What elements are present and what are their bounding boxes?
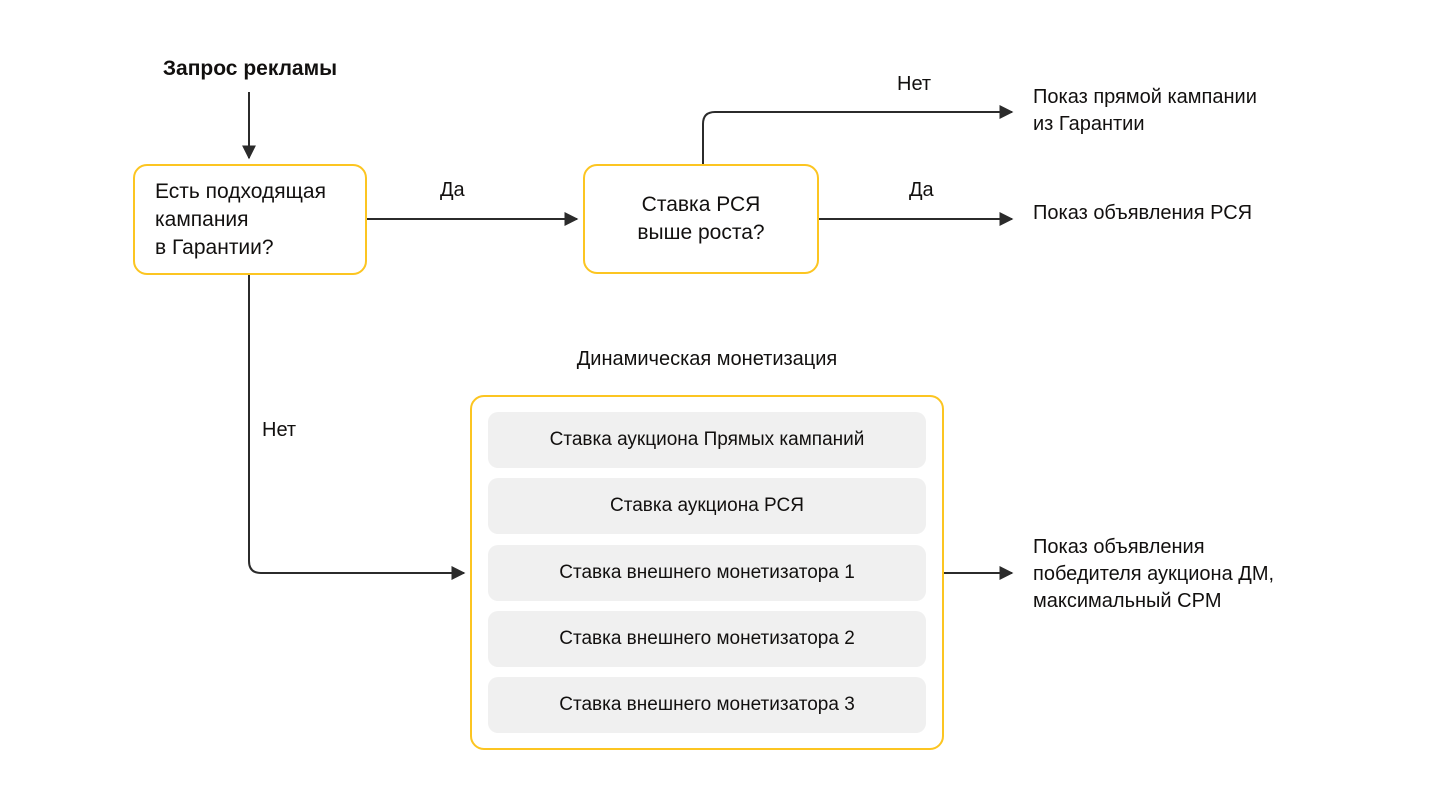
- decision-node-rsya-bid[interactable]: Ставка РСЯ выше роста?: [583, 164, 819, 274]
- dynamic-monetization-panel: Ставка аукциона Прямых кампаний Ставка а…: [470, 395, 944, 750]
- edge-label-q1-no: Нет: [262, 419, 297, 441]
- edge-q2-no-to-guarantee: [702, 105, 1014, 164]
- dm-list-item[interactable]: Ставка аукциона РСЯ: [488, 478, 926, 535]
- decision-node-rsya-bid-label: Ставка РСЯ выше роста?: [637, 193, 765, 244]
- edge-label-q1-yes: Да: [440, 179, 465, 201]
- outcome-rsya-display: Показ объявления РСЯ: [1033, 202, 1253, 224]
- decision-node-guarantee[interactable]: Есть подходящая кампания в Гарантии?: [133, 164, 367, 275]
- edge-label-q2-no: Нет: [897, 73, 932, 95]
- edge-label-q2-yes: Да: [909, 179, 934, 201]
- dm-list-item[interactable]: Ставка внешнего монетизатора 2: [488, 610, 926, 667]
- dynamic-monetization-title: Динамическая монетизация: [576, 348, 838, 370]
- entry-title: Запрос рекламы: [162, 57, 338, 80]
- decision-node-guarantee-label: Есть подходящая кампания в Гарантии?: [155, 179, 326, 259]
- dm-list-item[interactable]: Ставка внешнего монетизатора 3: [488, 677, 926, 733]
- outcome-dm-winner-display: Показ объявления победителя аукциона ДМ,…: [1033, 536, 1275, 612]
- dm-list-item[interactable]: Ставка внешнего монетизатора 1: [488, 544, 926, 601]
- outcome-guarantee-display: Показ прямой кампании из Гарантии: [1033, 86, 1257, 135]
- dm-list-item[interactable]: Ставка аукциона Прямых кампаний: [488, 412, 926, 468]
